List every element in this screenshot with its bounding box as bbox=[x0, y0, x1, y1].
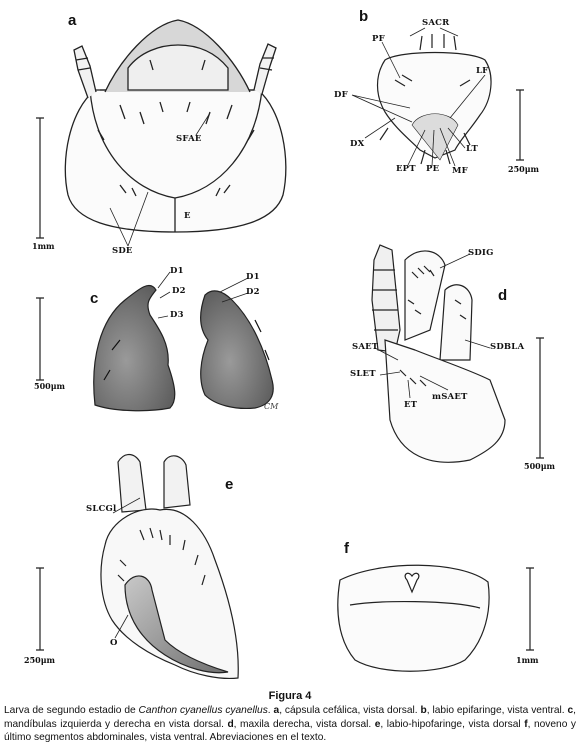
label-msaet: mSAET bbox=[432, 392, 468, 402]
artist-signature: CM bbox=[264, 402, 279, 411]
label-sacr: SACR bbox=[422, 18, 450, 28]
label-e: E bbox=[184, 211, 191, 221]
panel-b-epipharynx bbox=[376, 34, 492, 165]
figure-plate: a b c d e f SFAE SDE E 1mm SACR PF LF DF… bbox=[24, 8, 556, 680]
caption-a: a bbox=[273, 705, 280, 717]
label-lf: LF bbox=[476, 66, 489, 76]
label-slcgl: SLCGl bbox=[86, 504, 117, 514]
panel-letter-b: b bbox=[359, 8, 369, 25]
caption-species: Canthon cyanellus cyanellus bbox=[138, 705, 268, 717]
label-o: O bbox=[110, 638, 118, 648]
caption-e: e bbox=[374, 718, 381, 730]
figure-drawings bbox=[36, 19, 544, 680]
panel-d-maxilla bbox=[371, 244, 506, 463]
caption-f: f bbox=[524, 718, 528, 730]
label-pf: PF bbox=[372, 34, 385, 44]
caption-b-text: , labio epifaringe, vista ventral. bbox=[426, 705, 568, 717]
label-et: ET bbox=[404, 400, 418, 410]
panel-letter-e: e bbox=[225, 476, 234, 493]
caption-a-text: , cápsula cefálica, vista dorsal. bbox=[279, 705, 421, 717]
caption-intro: Larva de segundo estadio de bbox=[4, 705, 139, 717]
label-sfae: SFAE bbox=[176, 134, 202, 144]
scale-bars bbox=[36, 89, 544, 651]
panel-letter-c: c bbox=[90, 290, 99, 307]
panel-letter-a: a bbox=[68, 12, 77, 29]
figure-title: Figura 4 bbox=[268, 690, 312, 702]
panel-a-head-capsule bbox=[64, 19, 287, 233]
label-d2-right: D2 bbox=[246, 287, 260, 297]
label-sdig: SDIG bbox=[468, 248, 494, 258]
label-sdbla: SDBLA bbox=[490, 342, 525, 352]
figure-caption: Figura 4 Larva de segundo estadio de Can… bbox=[4, 690, 576, 745]
panel-letter-d: d bbox=[498, 287, 508, 304]
caption-f-text: , noveno y último segmentos abdominales,… bbox=[4, 718, 576, 744]
scale-label-f: 1mm bbox=[516, 655, 539, 665]
panel-letter-f: f bbox=[344, 540, 349, 557]
label-sde: SDE bbox=[112, 246, 133, 256]
label-pe: PE bbox=[426, 164, 440, 174]
panel-c-mandibles bbox=[93, 285, 274, 412]
caption-c: c bbox=[567, 705, 574, 717]
caption-d: d bbox=[227, 718, 234, 730]
scale-label-b: 250μm bbox=[508, 164, 540, 174]
label-d3-left: D3 bbox=[170, 310, 184, 320]
scale-label-a: 1mm bbox=[32, 241, 55, 251]
caption-c-text: , mandíbulas izquierda y derecha en vist… bbox=[4, 705, 577, 730]
label-d1-left: D1 bbox=[170, 266, 184, 276]
label-d2-left: D2 bbox=[172, 286, 186, 296]
label-df: DF bbox=[334, 90, 348, 100]
scale-label-d: 500μm bbox=[524, 461, 556, 471]
caption-b: b bbox=[420, 705, 427, 717]
caption-e-text: , labio-hipofaringe, vista dorsal bbox=[380, 718, 525, 730]
scale-label-c: 500μm bbox=[34, 381, 66, 391]
panel-f-abdominal-segments bbox=[337, 564, 490, 672]
label-saet: SAET bbox=[352, 342, 379, 352]
panel-e-labio-hypopharynx bbox=[100, 453, 239, 680]
label-mf: MF bbox=[452, 166, 468, 176]
label-slet: SLET bbox=[350, 369, 376, 379]
label-lt: LT bbox=[466, 144, 479, 154]
caption-text: Larva de segundo estadio de Canthon cyan… bbox=[4, 705, 577, 744]
label-dx: DX bbox=[350, 139, 365, 149]
scale-label-e: 250μm bbox=[24, 655, 56, 665]
label-d1-right: D1 bbox=[246, 272, 260, 282]
label-ept: EPT bbox=[396, 164, 416, 174]
caption-d-text: , maxila derecha, vista dorsal. bbox=[233, 718, 375, 730]
